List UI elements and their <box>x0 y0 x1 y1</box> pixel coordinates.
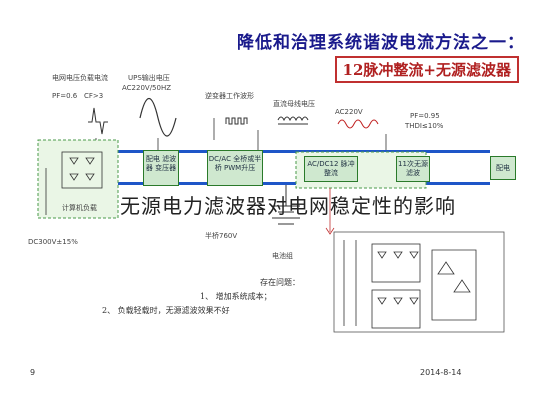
label-computer-load: 计算机负载 <box>62 204 97 212</box>
overlay-caption: 无源电力滤波器对电网稳定性的影响 <box>120 194 456 218</box>
label-ups-output-1: UPS输出电压 <box>128 74 170 82</box>
pwm-waveform <box>225 117 248 125</box>
dc-ripple-waveform <box>277 116 309 125</box>
problem-item-1: 1、 增加系统成本； <box>200 292 272 301</box>
slide-subtitle: 12脉冲整流+无源滤波器 <box>334 56 519 83</box>
label-load-cf: CF>3 <box>84 92 104 100</box>
diode-bridge <box>61 151 103 189</box>
slide-title: 降低和治理系统谐波电流方法之一： <box>237 33 525 53</box>
problems-heading: 存在问题： <box>260 278 300 287</box>
passive-filter-block: 11次无源 滤波 <box>396 156 430 182</box>
battery-symbol <box>272 185 300 225</box>
label-ac-input: AC220V <box>335 108 363 116</box>
slide-date: 2014-8-14 <box>420 368 462 377</box>
computer-load-region <box>37 139 119 219</box>
label-dc-bus-voltage: DC300V±15% <box>28 238 78 246</box>
distribution-block: 配电 <box>490 156 516 180</box>
twelve-pulse-bridges <box>343 240 477 329</box>
label-grid-pf: PF=0.6 <box>52 92 78 100</box>
twelve-pulse-circuit-frame <box>333 231 505 333</box>
dcac-inverter-block: DC/AC 全桥或半桥 PWM升压 <box>207 150 263 186</box>
filter-transformer-block: 配电 滤波器 变压器 <box>143 150 179 186</box>
problem-item-2: 2、 负载轻载时，无源滤波效果不好 <box>102 306 230 315</box>
label-dc-wave: 直流母线电压 <box>273 100 315 108</box>
rectifier-block: AC/DC12 脉冲整流 <box>304 156 358 182</box>
load-current-waveform <box>88 107 108 135</box>
label-inverter-wave: 逆变器工作波形 <box>205 92 254 100</box>
label-half-bridge: 半桥760V <box>205 232 238 240</box>
ups-sine-waveform <box>139 97 177 137</box>
input-sine-waveform <box>337 119 379 129</box>
label-pf-out: PF=0.95 <box>410 112 440 120</box>
label-grid-voltage: 电网电压 <box>52 74 80 82</box>
label-thdi-out: THDI≤10% <box>405 122 444 130</box>
label-battery: 电池组 <box>272 252 293 260</box>
red-arrow <box>325 227 335 235</box>
label-load-current: 负载电流 <box>80 74 108 82</box>
page-number: 9 <box>30 368 36 377</box>
label-ups-output-2: AC220V/50HZ <box>122 84 172 92</box>
